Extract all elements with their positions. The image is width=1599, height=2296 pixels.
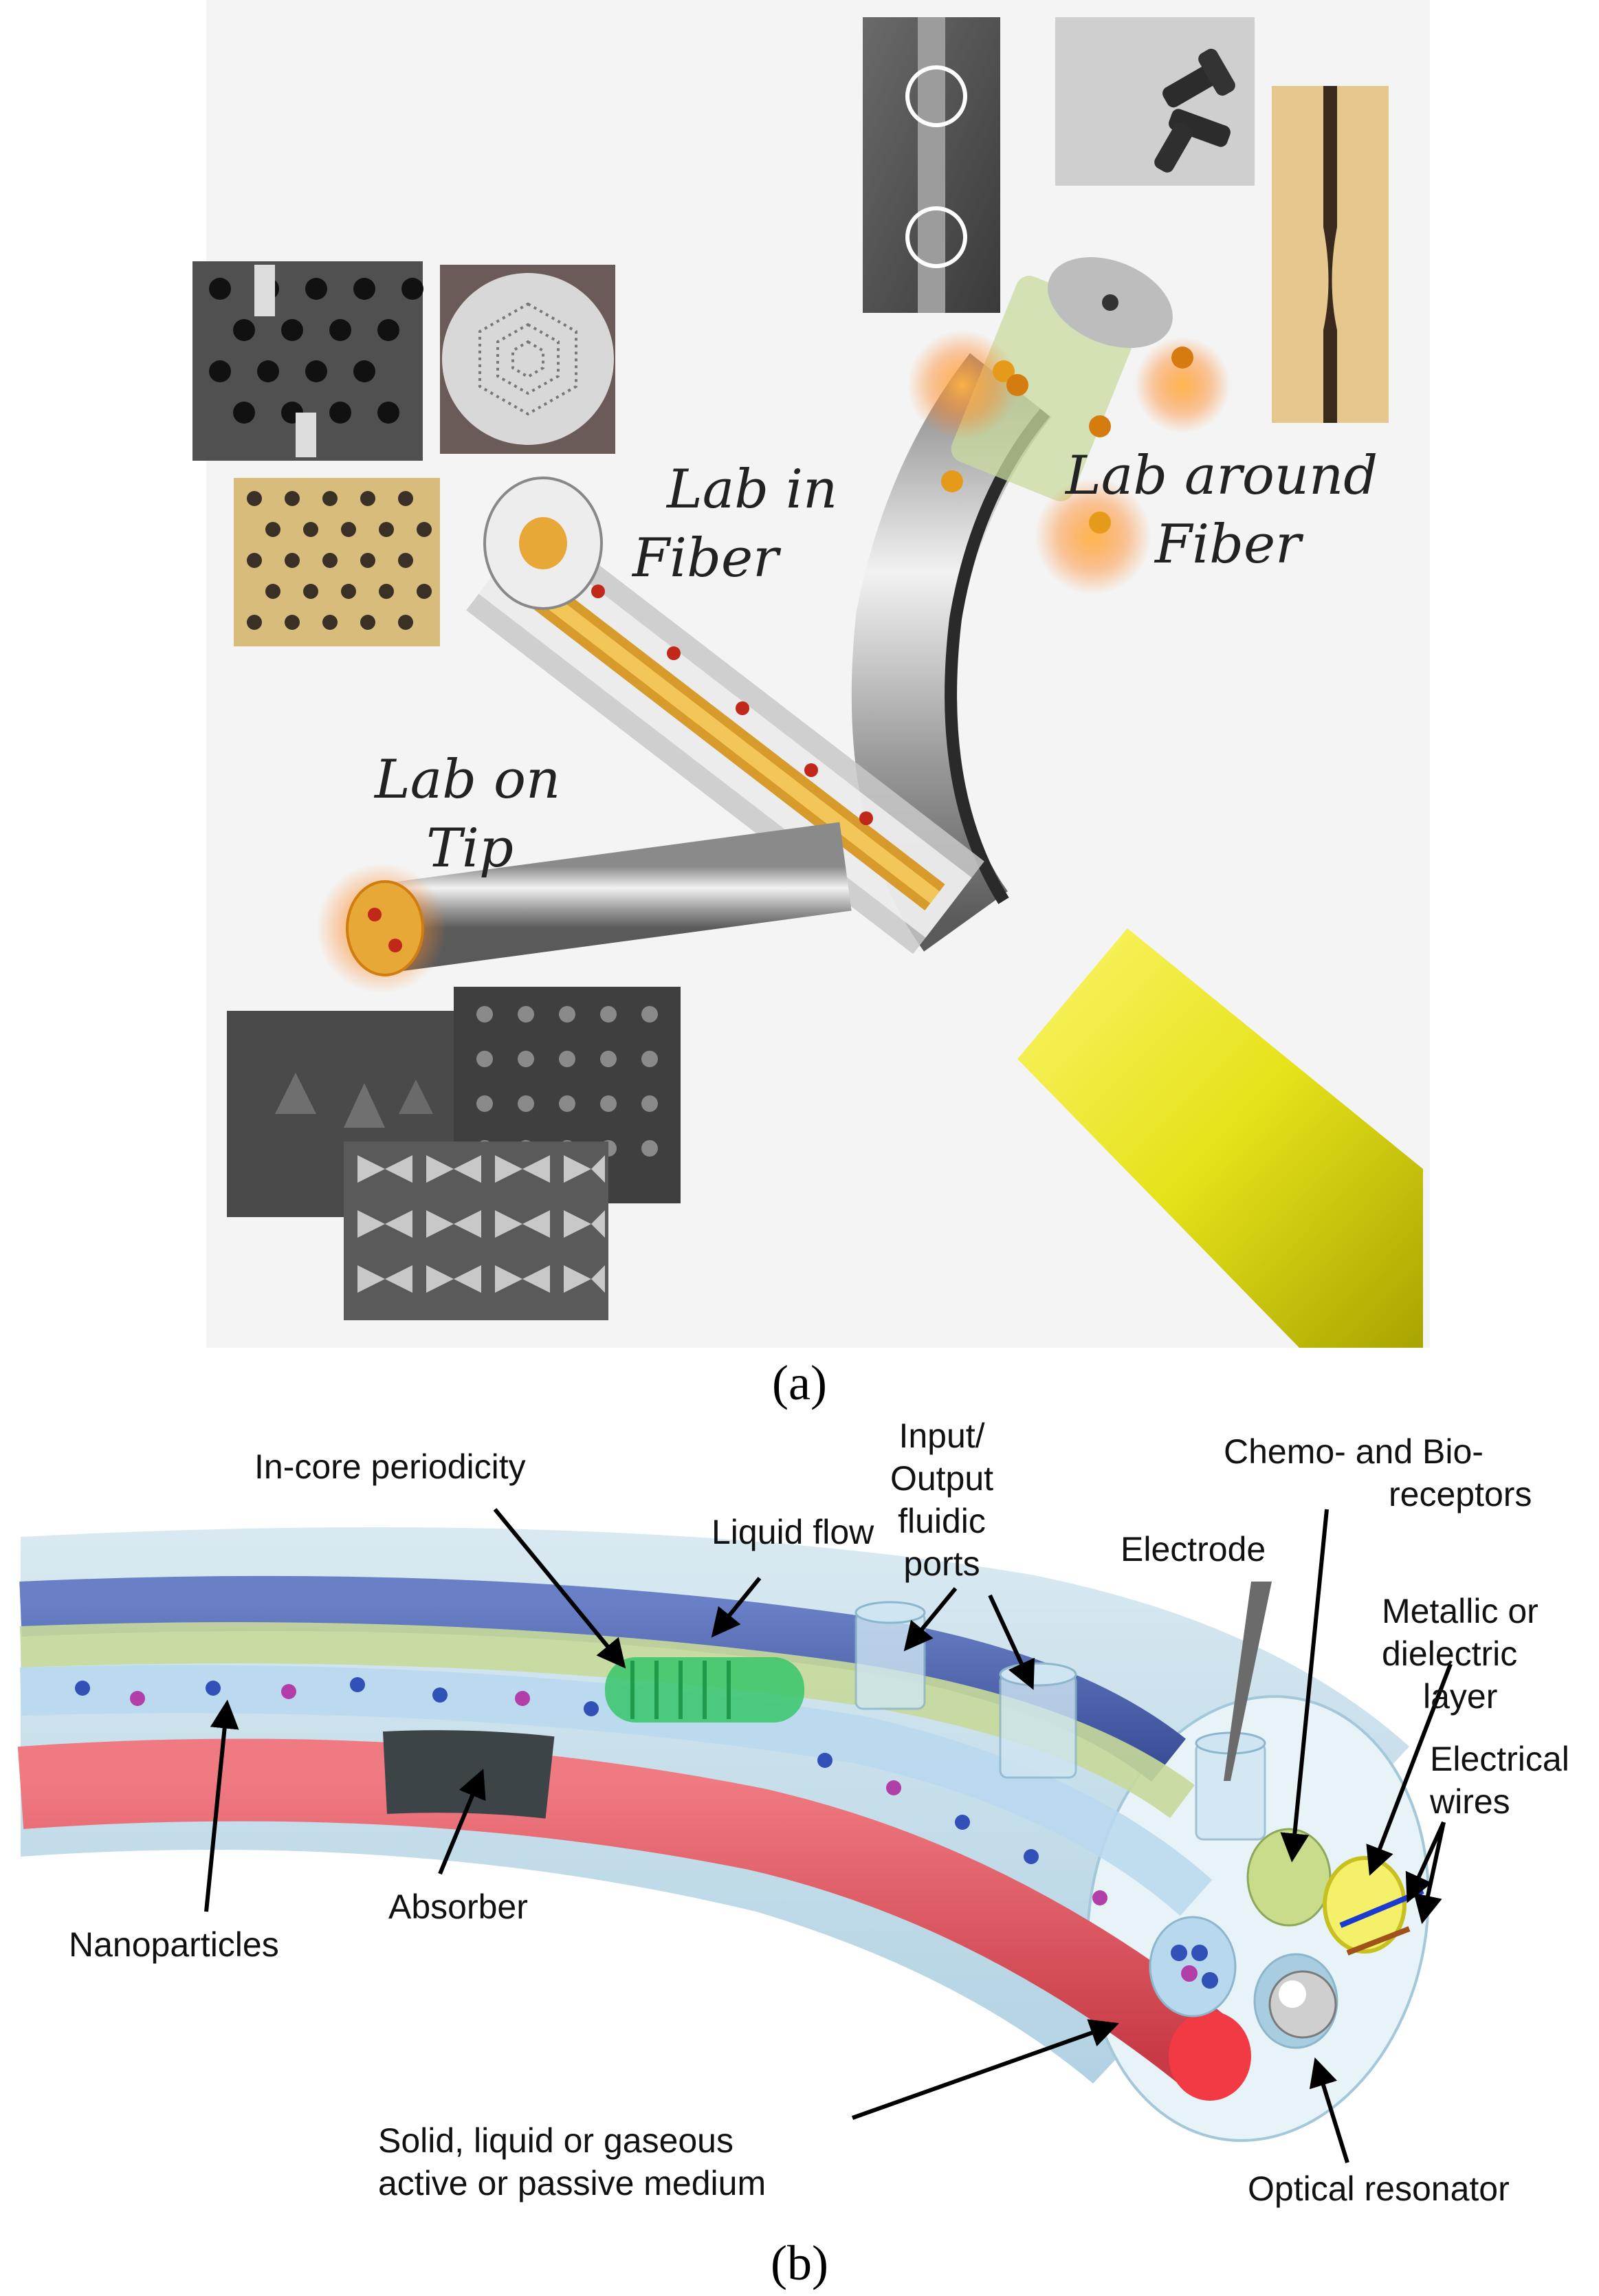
label-io-line3: fluidic bbox=[898, 1502, 986, 1540]
tem-inset-nanorods bbox=[1055, 17, 1255, 186]
sem-inset-bowtie-array bbox=[344, 1141, 608, 1320]
lab-around-fiber-label-line1: Lab around bbox=[1064, 445, 1378, 507]
panel-b-caption: (b) bbox=[771, 2235, 828, 2290]
arrow-wire-2 bbox=[1413, 1822, 1446, 1925]
label-wires-line2: wires bbox=[1429, 1782, 1510, 1821]
sem-inset-ring-fiber bbox=[863, 17, 1000, 313]
lab-around-fiber-label-line2: Fiber bbox=[1154, 514, 1304, 576]
arrow-medium bbox=[851, 2019, 1119, 2120]
periodic-grating bbox=[605, 1657, 804, 1723]
lab-on-tip-label-line2: Tip bbox=[426, 818, 514, 879]
arrow-absorber bbox=[438, 1769, 486, 1875]
label-io-line2: Output bbox=[890, 1459, 993, 1498]
nanoparticles bbox=[75, 1677, 1107, 1905]
arrow-liquid-flow bbox=[711, 1577, 762, 1638]
label-medium-line2: active or passive medium bbox=[378, 2164, 766, 2202]
panel-a-caption: (a) bbox=[772, 1355, 827, 1410]
arrow-metallic-layer bbox=[1366, 1663, 1453, 1876]
fiber-lab-in bbox=[466, 477, 984, 954]
label-nanoparticles: Nanoparticles bbox=[69, 1925, 279, 1964]
label-io-line1: Input/ bbox=[898, 1417, 984, 1455]
label-absorber: Absorber bbox=[388, 1888, 528, 1926]
red-core-end bbox=[1169, 2011, 1251, 2101]
label-chemo-line2: receptors bbox=[1389, 1475, 1532, 1513]
inset-pcf-cross-section bbox=[440, 265, 615, 454]
end-face-channel bbox=[1149, 1916, 1237, 2018]
panel-b: In-core periodicity Liquid flow Input/ O… bbox=[17, 1417, 1569, 2290]
label-metal-line3: layer bbox=[1423, 1677, 1497, 1716]
lab-on-tip-label-line1: Lab on bbox=[373, 749, 560, 811]
metallic-layer bbox=[1323, 1856, 1407, 1954]
red-core bbox=[17, 1738, 1236, 2088]
nanoparticle-channel bbox=[19, 1665, 1213, 1916]
fiber-lab-on-tip bbox=[316, 822, 852, 994]
label-medium-line1: Solid, liquid or gaseous bbox=[378, 2121, 734, 2160]
fiber-jacket bbox=[1017, 928, 1423, 1348]
label-optical-resonator: Optical resonator bbox=[1248, 2169, 1510, 2208]
inset-tapered-fiber bbox=[1272, 86, 1389, 423]
annotation-arrows bbox=[204, 1508, 1453, 2163]
arrow-wire-1 bbox=[1405, 1821, 1446, 1903]
arrow-receptors bbox=[1280, 1509, 1329, 1863]
sem-inset-pcf-holes bbox=[192, 261, 423, 461]
panel-a: Lab in Fiber Lab around Fiber Lab on Tip… bbox=[192, 0, 1430, 1410]
label-metal-line2: dielectric bbox=[1382, 1634, 1517, 1673]
label-io-line4: ports bbox=[903, 1544, 980, 1583]
arrow-in-core-periodicity bbox=[493, 1508, 626, 1669]
inset-hole-array-gold bbox=[234, 478, 440, 646]
electrode bbox=[1224, 1582, 1272, 1781]
label-liquid-flow: Liquid flow bbox=[712, 1513, 874, 1551]
lab-around-fiber-segment bbox=[907, 256, 1231, 595]
arrow-io-port-1 bbox=[903, 1587, 958, 1652]
lab-in-fiber-label-line2: Fiber bbox=[631, 527, 782, 589]
lab-in-fiber-label-line1: Lab in bbox=[665, 459, 837, 521]
arrow-io-port-2 bbox=[988, 1594, 1035, 1690]
label-chemo-line1: Chemo- and Bio- bbox=[1224, 1432, 1484, 1471]
absorber-segment bbox=[383, 1730, 555, 1819]
receptor-layer bbox=[1246, 1828, 1332, 1927]
label-electrode: Electrode bbox=[1121, 1530, 1266, 1568]
label-in-core-periodicity: In-core periodicity bbox=[254, 1447, 526, 1486]
arrow-nanoparticles bbox=[204, 1699, 239, 1912]
label-wires-line1: Electrical bbox=[1430, 1740, 1569, 1778]
label-metal-line1: Metallic or bbox=[1382, 1592, 1539, 1630]
optical-resonator bbox=[1253, 1953, 1338, 2049]
arrow-optical-resonator bbox=[1309, 2057, 1349, 2163]
